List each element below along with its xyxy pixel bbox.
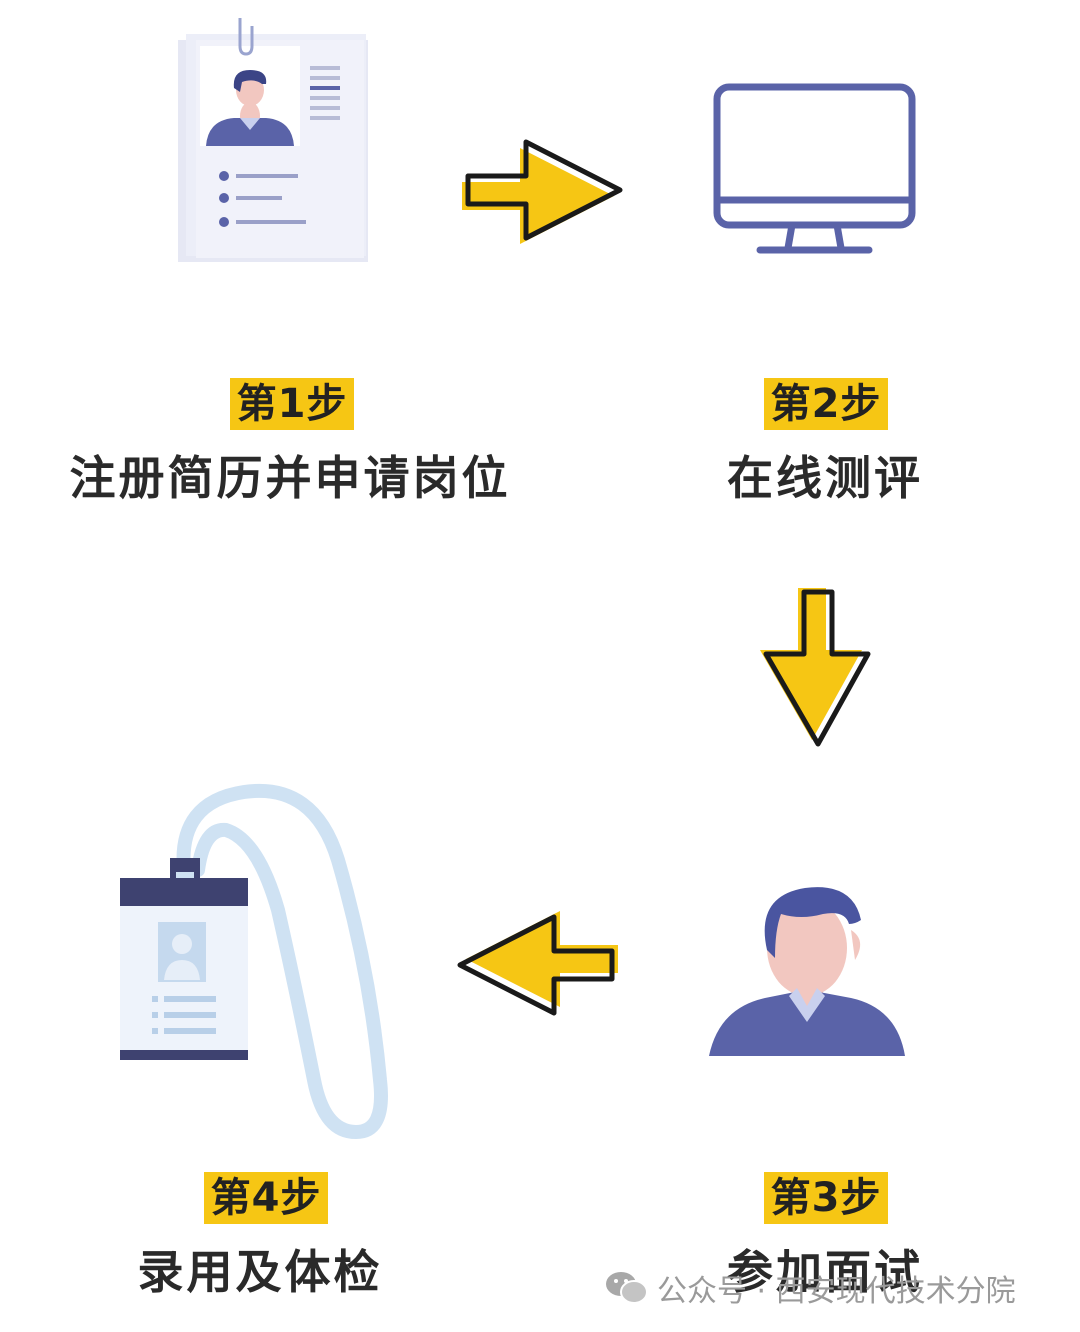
step-4-title: 录用及体检 <box>137 1245 383 1299</box>
wechat-icon <box>606 1272 648 1304</box>
step-2-title: 在线测评 <box>727 451 923 505</box>
step-4-tag: 第4步 <box>204 1172 328 1224</box>
step-3-title: 参加面试 <box>727 1245 923 1299</box>
step-1-tag: 第1步 <box>230 378 354 430</box>
step-3-tag: 第3步 <box>764 1172 888 1224</box>
step-2-tag: 第2步 <box>764 378 888 430</box>
arrow-left-icon <box>457 911 618 1016</box>
arrow-down-icon <box>760 588 871 747</box>
watermark-text: 公众号 · 西安现代技术分院 <box>657 1274 1016 1309</box>
person-icon <box>709 887 905 1056</box>
monitor-icon <box>713 83 916 254</box>
arrow-right-icon <box>462 139 623 244</box>
step-1-title: 注册简历并申请岗位 <box>69 451 511 505</box>
badge-lanyard-icon <box>120 783 388 1140</box>
resume-icon <box>178 18 368 262</box>
watermark: 公众号 · 西安现代技术分院 <box>605 1266 1016 1310</box>
